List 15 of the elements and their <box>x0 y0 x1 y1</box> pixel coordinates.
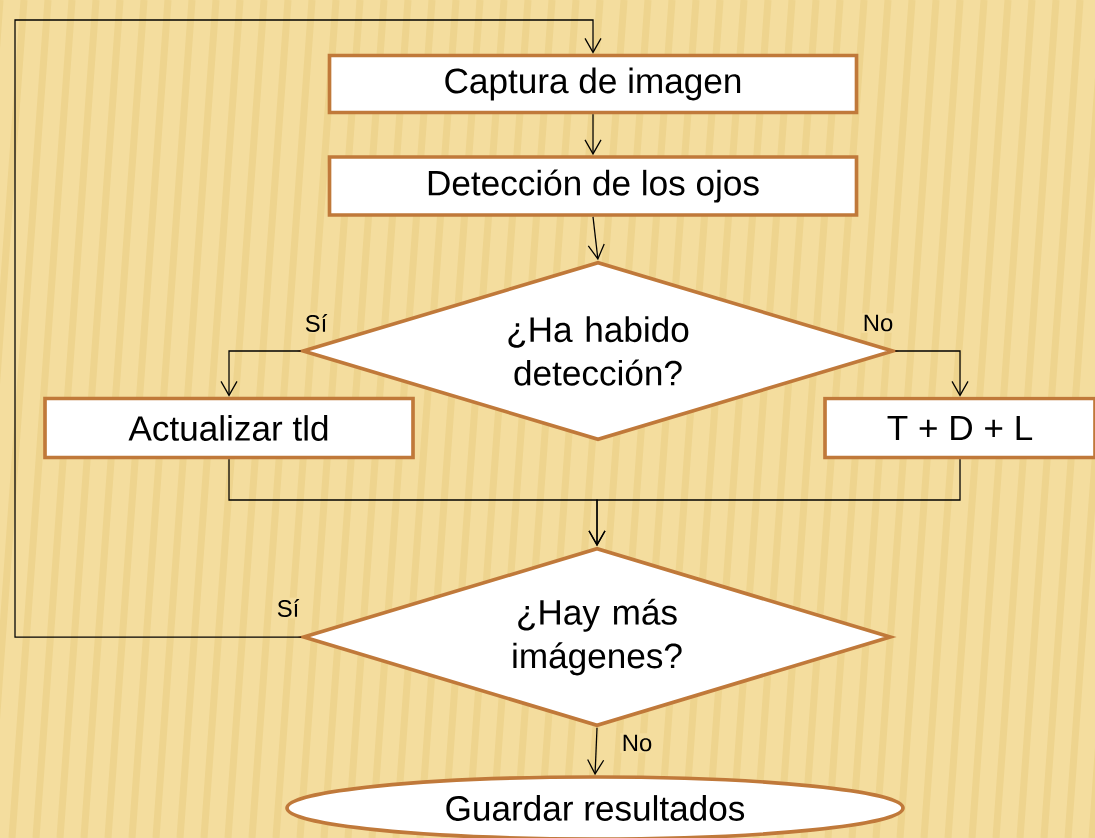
arrow <box>584 113 602 156</box>
process-box: Captura de imagen <box>327 53 859 115</box>
arrow <box>894 350 969 397</box>
arrow <box>587 727 605 776</box>
arrow <box>588 458 961 547</box>
arrow <box>14 19 602 638</box>
process-box: Actualizar tld <box>43 396 415 460</box>
edge-label: No <box>861 313 895 333</box>
arrow <box>220 350 302 397</box>
process-box: T + D + L <box>823 396 1095 460</box>
edge-label: No <box>620 733 654 753</box>
edge-label: Sí <box>303 312 329 334</box>
edge-label: Sí <box>275 597 301 619</box>
process-box: Detección de los ojos <box>327 155 859 217</box>
arrow <box>587 216 605 261</box>
